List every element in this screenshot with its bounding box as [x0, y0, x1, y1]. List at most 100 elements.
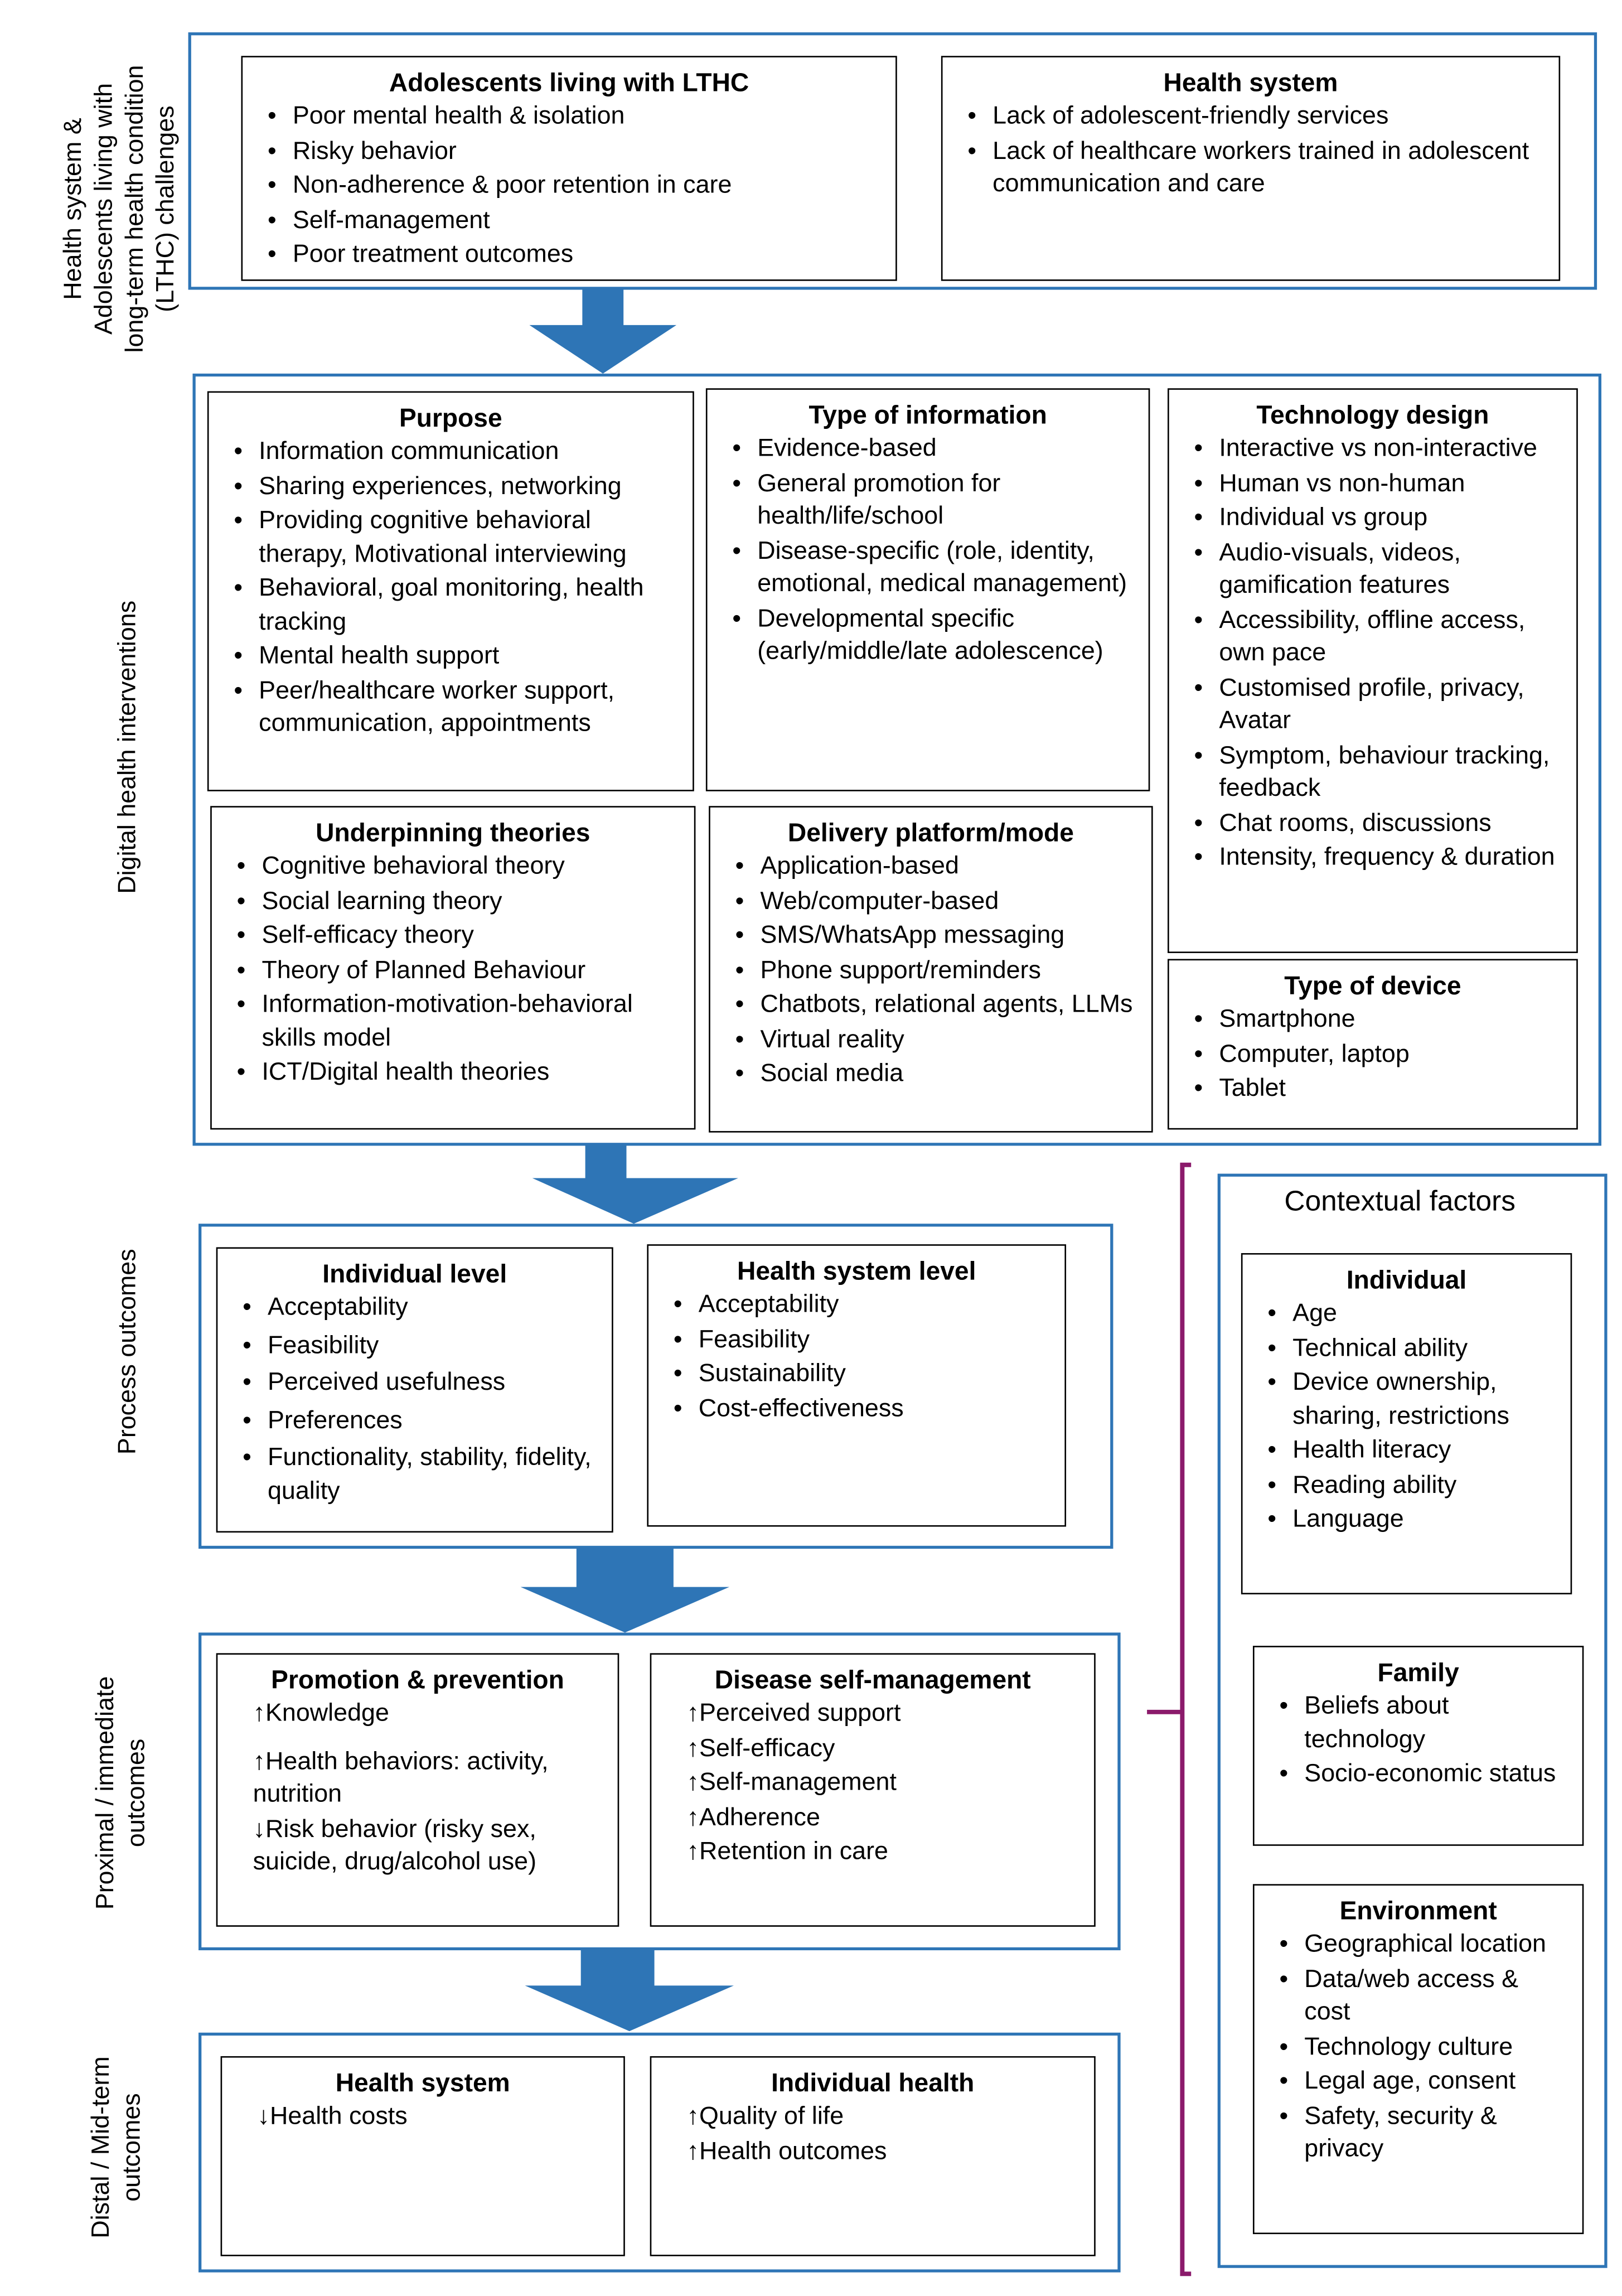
- health-system-level-title: Health system level: [737, 1256, 976, 1286]
- individual-health-box: Individual health ↑Quality of life ↑Heal…: [650, 2056, 1096, 2256]
- list-item: Intensity, frequency & duration: [1181, 842, 1565, 874]
- list-item: Socio-economic status: [1266, 1758, 1571, 1791]
- list-item: ↓Health costs: [257, 2101, 408, 2130]
- list-item: Tablet: [1181, 1072, 1565, 1105]
- list-item: Developmental specific (early/middle/lat…: [719, 602, 1137, 669]
- list-item: ↑Quality of life: [686, 2101, 844, 2130]
- list-item: Theory of Planned Behaviour: [224, 954, 682, 987]
- list-item: Acceptability: [229, 1292, 600, 1325]
- list-item: ↑Knowledge: [253, 1699, 389, 1727]
- individual-level-title: Individual level: [322, 1259, 507, 1289]
- list-item: Geographical location: [1266, 1928, 1571, 1961]
- row-label-distal: Distal / Mid-term outcomes: [86, 2056, 146, 2239]
- technology-design-box: Technology design Interactive vs non-int…: [1168, 388, 1578, 953]
- list-item: General promotion for health/life/school: [719, 467, 1137, 533]
- list-item: Cost-effectiveness: [660, 1392, 1053, 1425]
- list-item: Poor treatment outcomes: [254, 238, 884, 271]
- individual-level-box: Individual level Acceptability Feasibili…: [216, 1247, 613, 1533]
- list-item: Interactive vs non-interactive: [1181, 432, 1565, 465]
- list-item: Virtual reality: [722, 1023, 1140, 1056]
- type-of-information-box: Type of information Evidence-based Gener…: [705, 388, 1150, 791]
- list-item: Chat rooms, discussions: [1181, 807, 1565, 840]
- disease-self-management-title: Disease self-management: [714, 1665, 1031, 1695]
- list-item: Computer, laptop: [1181, 1038, 1565, 1071]
- list-item: Providing cognitive behavioral therapy, …: [221, 505, 681, 571]
- list-item: Application-based: [722, 850, 1140, 883]
- adolescents-lthc-title: Adolescents living with LTHC: [389, 67, 749, 98]
- list-item: Mental health support: [221, 640, 681, 673]
- list-item: Accessibility, offline access, own pace: [1181, 604, 1565, 670]
- type-of-information-title: Type of information: [808, 400, 1047, 430]
- list-item: Sustainability: [660, 1357, 1053, 1390]
- list-item: SMS/WhatsApp messaging: [722, 919, 1140, 952]
- adolescents-lthc-box: Adolescents living with LTHC Poor mental…: [241, 56, 897, 281]
- list-item: Feasibility: [229, 1329, 600, 1362]
- list-item: Social learning theory: [224, 884, 682, 917]
- list-item: Web/computer-based: [722, 884, 1140, 917]
- list-item: Lack of adolescent-friendly services: [955, 100, 1547, 133]
- distal-health-system-title: Health system: [335, 2068, 510, 2097]
- list-item: Age: [1255, 1297, 1559, 1330]
- process-outcomes-section: [198, 1224, 1113, 1549]
- type-of-device-title: Type of device: [1284, 970, 1461, 1000]
- list-item: Social media: [722, 1057, 1140, 1090]
- list-item: Technical ability: [1255, 1332, 1559, 1365]
- promotion-prevention-title: Promotion & prevention: [271, 1665, 564, 1695]
- contextual-factors-section: [1217, 1173, 1608, 2268]
- list-item: Behavioral, goal monitoring, health trac…: [221, 572, 681, 639]
- context-individual-title: Individual: [1346, 1265, 1467, 1294]
- promotion-prevention-box: Promotion & prevention ↑Knowledge ↑Healt…: [216, 1653, 619, 1927]
- distal-outcomes-section: [198, 2032, 1121, 2273]
- list-item: Preferences: [229, 1404, 600, 1437]
- type-of-device-box: Type of device Smartphone Computer, lapt…: [1168, 959, 1578, 1130]
- list-item: Audio-visuals, videos, gamification feat…: [1181, 536, 1565, 602]
- list-item: Self-management: [254, 204, 884, 236]
- list-item: Cognitive behavioral theory: [224, 850, 682, 883]
- list-item: ↑Self-efficacy: [686, 1733, 835, 1762]
- list-item: ↑Self-management: [686, 1768, 897, 1796]
- list-item: Risky behavior: [254, 134, 884, 167]
- health-system-challenges-box: Health system Lack of adolescent-friendl…: [941, 56, 1561, 281]
- list-item: Sharing experiences, networking: [221, 470, 681, 503]
- list-item: Language: [1255, 1503, 1559, 1536]
- contextual-factors-title: Contextual factors: [1284, 1185, 1516, 1218]
- list-item: Poor mental health & isolation: [254, 100, 884, 133]
- disease-self-management-box: Disease self-management ↑Perceived suppo…: [650, 1653, 1096, 1927]
- technology-design-title: Technology design: [1256, 400, 1489, 430]
- list-item: Information-motivation-behavioral skills…: [224, 988, 682, 1055]
- list-item: Disease-specific (role, identity, emotio…: [719, 535, 1137, 601]
- list-item: Device ownership, sharing, restrictions: [1255, 1366, 1559, 1433]
- health-system-level-box: Health system level Acceptability Feasib…: [647, 1244, 1067, 1527]
- context-environment-box: Environment Geographical location Data/w…: [1252, 1884, 1584, 2235]
- context-family-title: Family: [1377, 1657, 1459, 1687]
- list-item: Smartphone: [1181, 1003, 1565, 1036]
- health-system-challenges-title: Health system: [1163, 67, 1338, 98]
- list-item: Acceptability: [660, 1288, 1053, 1321]
- list-item: Human vs non-human: [1181, 467, 1565, 500]
- list-item: Feasibility: [660, 1323, 1053, 1356]
- list-item: Health literacy: [1255, 1434, 1559, 1467]
- list-item: Beliefs about technology: [1266, 1690, 1571, 1756]
- list-item: Phone support/reminders: [722, 954, 1140, 987]
- list-item: Reading ability: [1255, 1468, 1559, 1501]
- list-item: Chatbots, relational agents, LLMs: [722, 988, 1140, 1021]
- list-item: Data/web access & cost: [1266, 1963, 1571, 2029]
- list-item: ↓Risk behavior (risky sex, suicide, drug…: [253, 1814, 537, 1876]
- delivery-platform-title: Delivery platform/mode: [787, 818, 1074, 848]
- underpinning-theories-box: Underpinning theories Cognitive behavior…: [210, 806, 696, 1130]
- list-item: Individual vs group: [1181, 501, 1565, 534]
- row-label-process: Process outcomes: [113, 1249, 142, 1455]
- down-arrow-icon: [525, 1949, 734, 2032]
- underpinning-theories-title: Underpinning theories: [316, 818, 590, 848]
- list-item: Technology culture: [1266, 2031, 1571, 2063]
- list-item: ICT/Digital health theories: [224, 1056, 682, 1089]
- list-item: Perceived usefulness: [229, 1366, 600, 1399]
- context-environment-title: Environment: [1339, 1896, 1497, 1926]
- list-item: ↑Adherence: [686, 1802, 820, 1831]
- row-label-proximal: Proximal / immediate outcomes: [91, 1676, 151, 1910]
- list-item: ↑Perceived support: [686, 1699, 901, 1727]
- health-system-challenges-list: Lack of adolescent-friendly services Lac…: [955, 100, 1547, 201]
- proximal-outcomes-section: [198, 1632, 1121, 1951]
- purpose-box: Purpose Information communication Sharin…: [207, 391, 694, 791]
